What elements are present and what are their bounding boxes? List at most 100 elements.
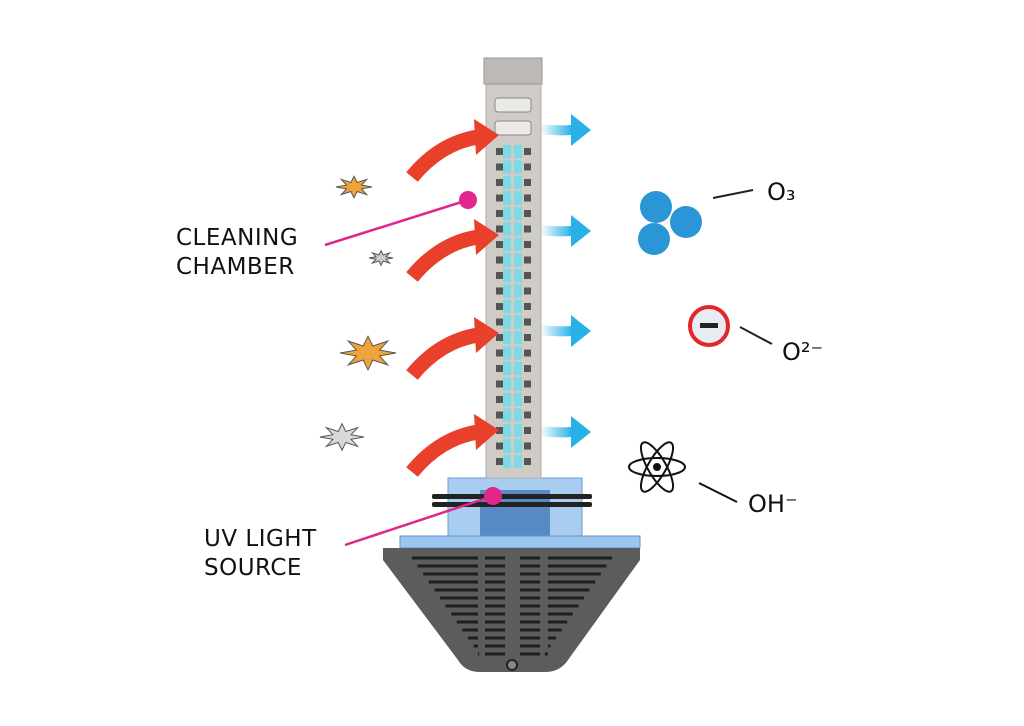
led-slot: [524, 411, 531, 419]
cleaning-chamber-tube: [483, 57, 543, 479]
uv-led: [514, 176, 522, 189]
arrow-shaft: [406, 424, 480, 477]
atom-icon: [628, 441, 738, 503]
uv-led: [514, 439, 522, 453]
uv-led: [514, 191, 522, 205]
ozone-molecule-icon: [638, 189, 754, 255]
led-slot: [524, 442, 531, 450]
arrow-shaft: [406, 229, 480, 282]
led-slot: [496, 256, 503, 264]
led-slot: [496, 148, 503, 155]
led-slot: [524, 380, 531, 388]
arrow-head: [474, 119, 499, 155]
outflow-arrow: [540, 215, 591, 247]
uv-led: [503, 408, 511, 422]
led-slot: [496, 179, 503, 186]
label-line: UV LIGHT: [204, 526, 317, 552]
inflow-arrows: [406, 119, 499, 477]
uv-led: [503, 424, 511, 437]
led-slot: [524, 194, 531, 202]
uv-led: [514, 315, 522, 329]
arrow-shaft: [540, 124, 572, 136]
dust-particle-icon: [339, 335, 397, 371]
uv-led: [503, 222, 511, 236]
arrow-head: [571, 114, 591, 146]
arrow-head: [571, 416, 591, 448]
uv-led: [514, 160, 522, 174]
led-slot: [496, 210, 503, 217]
superoxide-label: O²⁻: [782, 338, 824, 366]
led-slot: [524, 163, 531, 171]
uv-led: [514, 222, 522, 236]
label-line: CLEANING: [176, 225, 299, 251]
led-slot: [524, 210, 531, 217]
uv-led: [503, 300, 511, 313]
uv-led: [503, 176, 511, 189]
inflow-arrow: [406, 119, 499, 182]
led-slot: [496, 163, 503, 171]
ozone-label: O₃: [767, 178, 796, 206]
arrow-head: [571, 215, 591, 247]
label-line: CHAMBER: [176, 254, 295, 280]
uv-led: [503, 207, 511, 220]
led-slot: [524, 334, 531, 341]
led-slot: [496, 194, 503, 202]
uv-led: [503, 439, 511, 453]
led-slot: [524, 458, 531, 465]
uv-led: [503, 191, 511, 205]
cleaning-chamber-label: CLEANING CHAMBER: [176, 224, 298, 282]
contaminant-particles: [319, 175, 397, 452]
uv-led: [503, 160, 511, 174]
led-slot: [524, 303, 531, 310]
uv-led: [514, 377, 522, 391]
led-slot: [524, 256, 531, 264]
inflow-arrow: [406, 219, 499, 282]
uv-light-source-label: UV LIGHT SOURCE: [204, 525, 317, 583]
led-slot: [496, 380, 503, 388]
uv-led: [514, 253, 522, 267]
uv-led: [514, 284, 522, 298]
led-slot: [524, 241, 531, 248]
led-slot: [524, 349, 531, 357]
uv-led: [503, 269, 511, 282]
uv-led: [514, 455, 522, 468]
led-slot: [524, 318, 531, 326]
led-slot: [496, 241, 503, 248]
uv-led: [514, 238, 522, 251]
cleaning-chamber-leader: [324, 191, 477, 247]
uv-led: [514, 207, 522, 220]
uv-led: [514, 346, 522, 360]
led-slot: [496, 442, 503, 450]
led-slot: [496, 427, 503, 434]
uv-led: [503, 253, 511, 267]
led-slot: [496, 287, 503, 295]
led-slot: [496, 272, 503, 279]
led-slot: [496, 365, 503, 372]
arrow-shaft: [540, 325, 572, 337]
inflow-arrow: [406, 414, 499, 477]
uv-led: [503, 284, 511, 298]
led-slot: [496, 225, 503, 233]
arrow-head: [474, 317, 499, 353]
uv-led: [503, 346, 511, 360]
outflow-arrow: [540, 416, 591, 448]
uv-led: [503, 393, 511, 406]
led-slot: [496, 334, 503, 341]
outflow-arrow: [540, 114, 591, 146]
outflow-arrow: [540, 315, 591, 347]
uv-led: [503, 238, 511, 251]
uv-led: [503, 331, 511, 344]
outflow-arrows: [540, 114, 591, 448]
negative-ion-icon: [688, 305, 773, 347]
uv-light-source-housing: [399, 477, 641, 549]
uv-led: [514, 362, 522, 375]
uv-led: [514, 145, 522, 158]
uv-led: [503, 377, 511, 391]
uv-led: [514, 300, 522, 313]
base-grille: [383, 548, 640, 672]
led-slot: [524, 225, 531, 233]
uv-led: [503, 315, 511, 329]
hydroxide-label: OH⁻: [748, 490, 798, 518]
